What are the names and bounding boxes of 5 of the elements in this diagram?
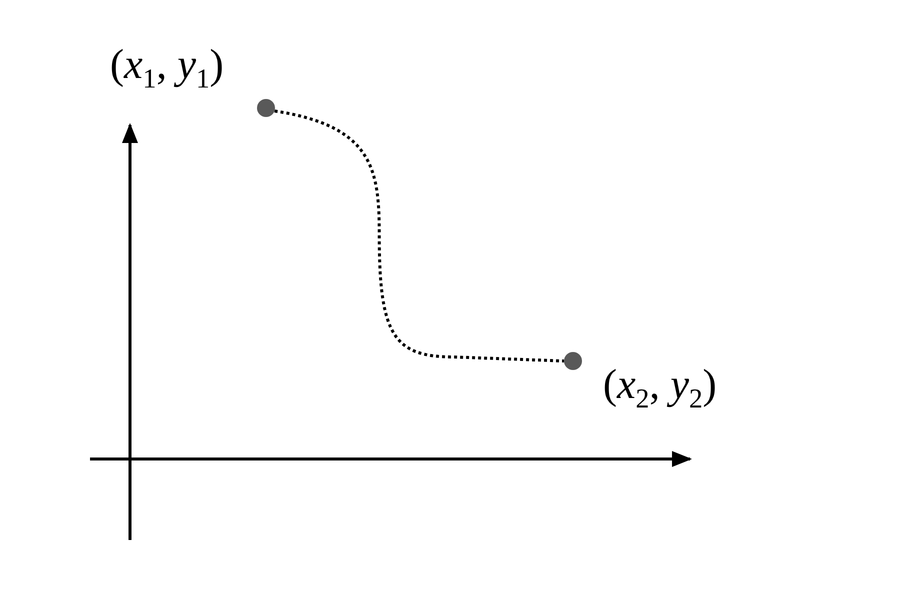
point-marker <box>257 99 275 117</box>
coordinate-label: (x$_{1}$, y$_{1}$) <box>110 44 224 93</box>
coordinate-label: (x$_{2}$, y$_{2}$) <box>603 364 717 413</box>
point-marker <box>564 352 582 370</box>
dotted-curve <box>274 110 564 362</box>
